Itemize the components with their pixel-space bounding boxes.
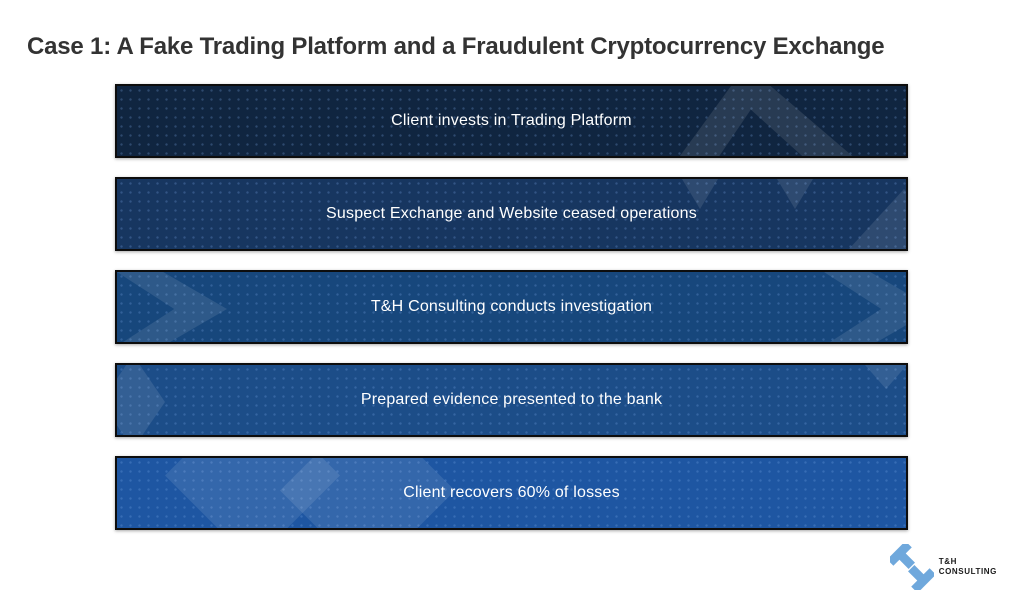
chevron-watermark-icon	[117, 272, 227, 342]
flow-step-label: Suspect Exchange and Website ceased oper…	[326, 205, 697, 222]
triangle-watermark-icon	[849, 189, 906, 249]
triangle-watermark-icon	[865, 365, 906, 389]
diamond-watermark-icon	[117, 365, 165, 435]
diamond-watermark-icon	[280, 458, 455, 528]
triangle-watermark-icon	[777, 179, 813, 209]
chevron-watermark-icon	[824, 272, 906, 342]
flow-step-1: Client invests in Trading Platform	[115, 84, 908, 158]
case-flow-diagram: Client invests in Trading Platform Suspe…	[115, 84, 908, 549]
company-logo: T&H CONSULTING	[889, 544, 997, 590]
logo-text: T&H CONSULTING	[939, 557, 997, 577]
flow-step-label: T&H Consulting conducts investigation	[370, 298, 653, 315]
logo-text-line1: T&H	[938, 557, 957, 566]
flow-step-label: Prepared evidence presented to the bank	[360, 391, 663, 408]
page-title: Case 1: A Fake Trading Platform and a Fr…	[27, 33, 885, 60]
flow-step-5: Client recovers 60% of losses	[115, 456, 908, 530]
flow-step-label: Client invests in Trading Platform	[391, 112, 632, 129]
logo-text-line2: CONSULTING	[938, 567, 997, 576]
flow-step-label: Client recovers 60% of losses	[403, 484, 620, 501]
flow-step-4: Prepared evidence presented to the bank	[115, 363, 908, 437]
flow-step-2: Suspect Exchange and Website ceased oper…	[115, 177, 908, 251]
chevron-watermark-icon	[677, 86, 857, 156]
th-consulting-logo-icon	[889, 544, 934, 590]
flow-step-3: T&H Consulting conducts investigation	[115, 270, 908, 344]
